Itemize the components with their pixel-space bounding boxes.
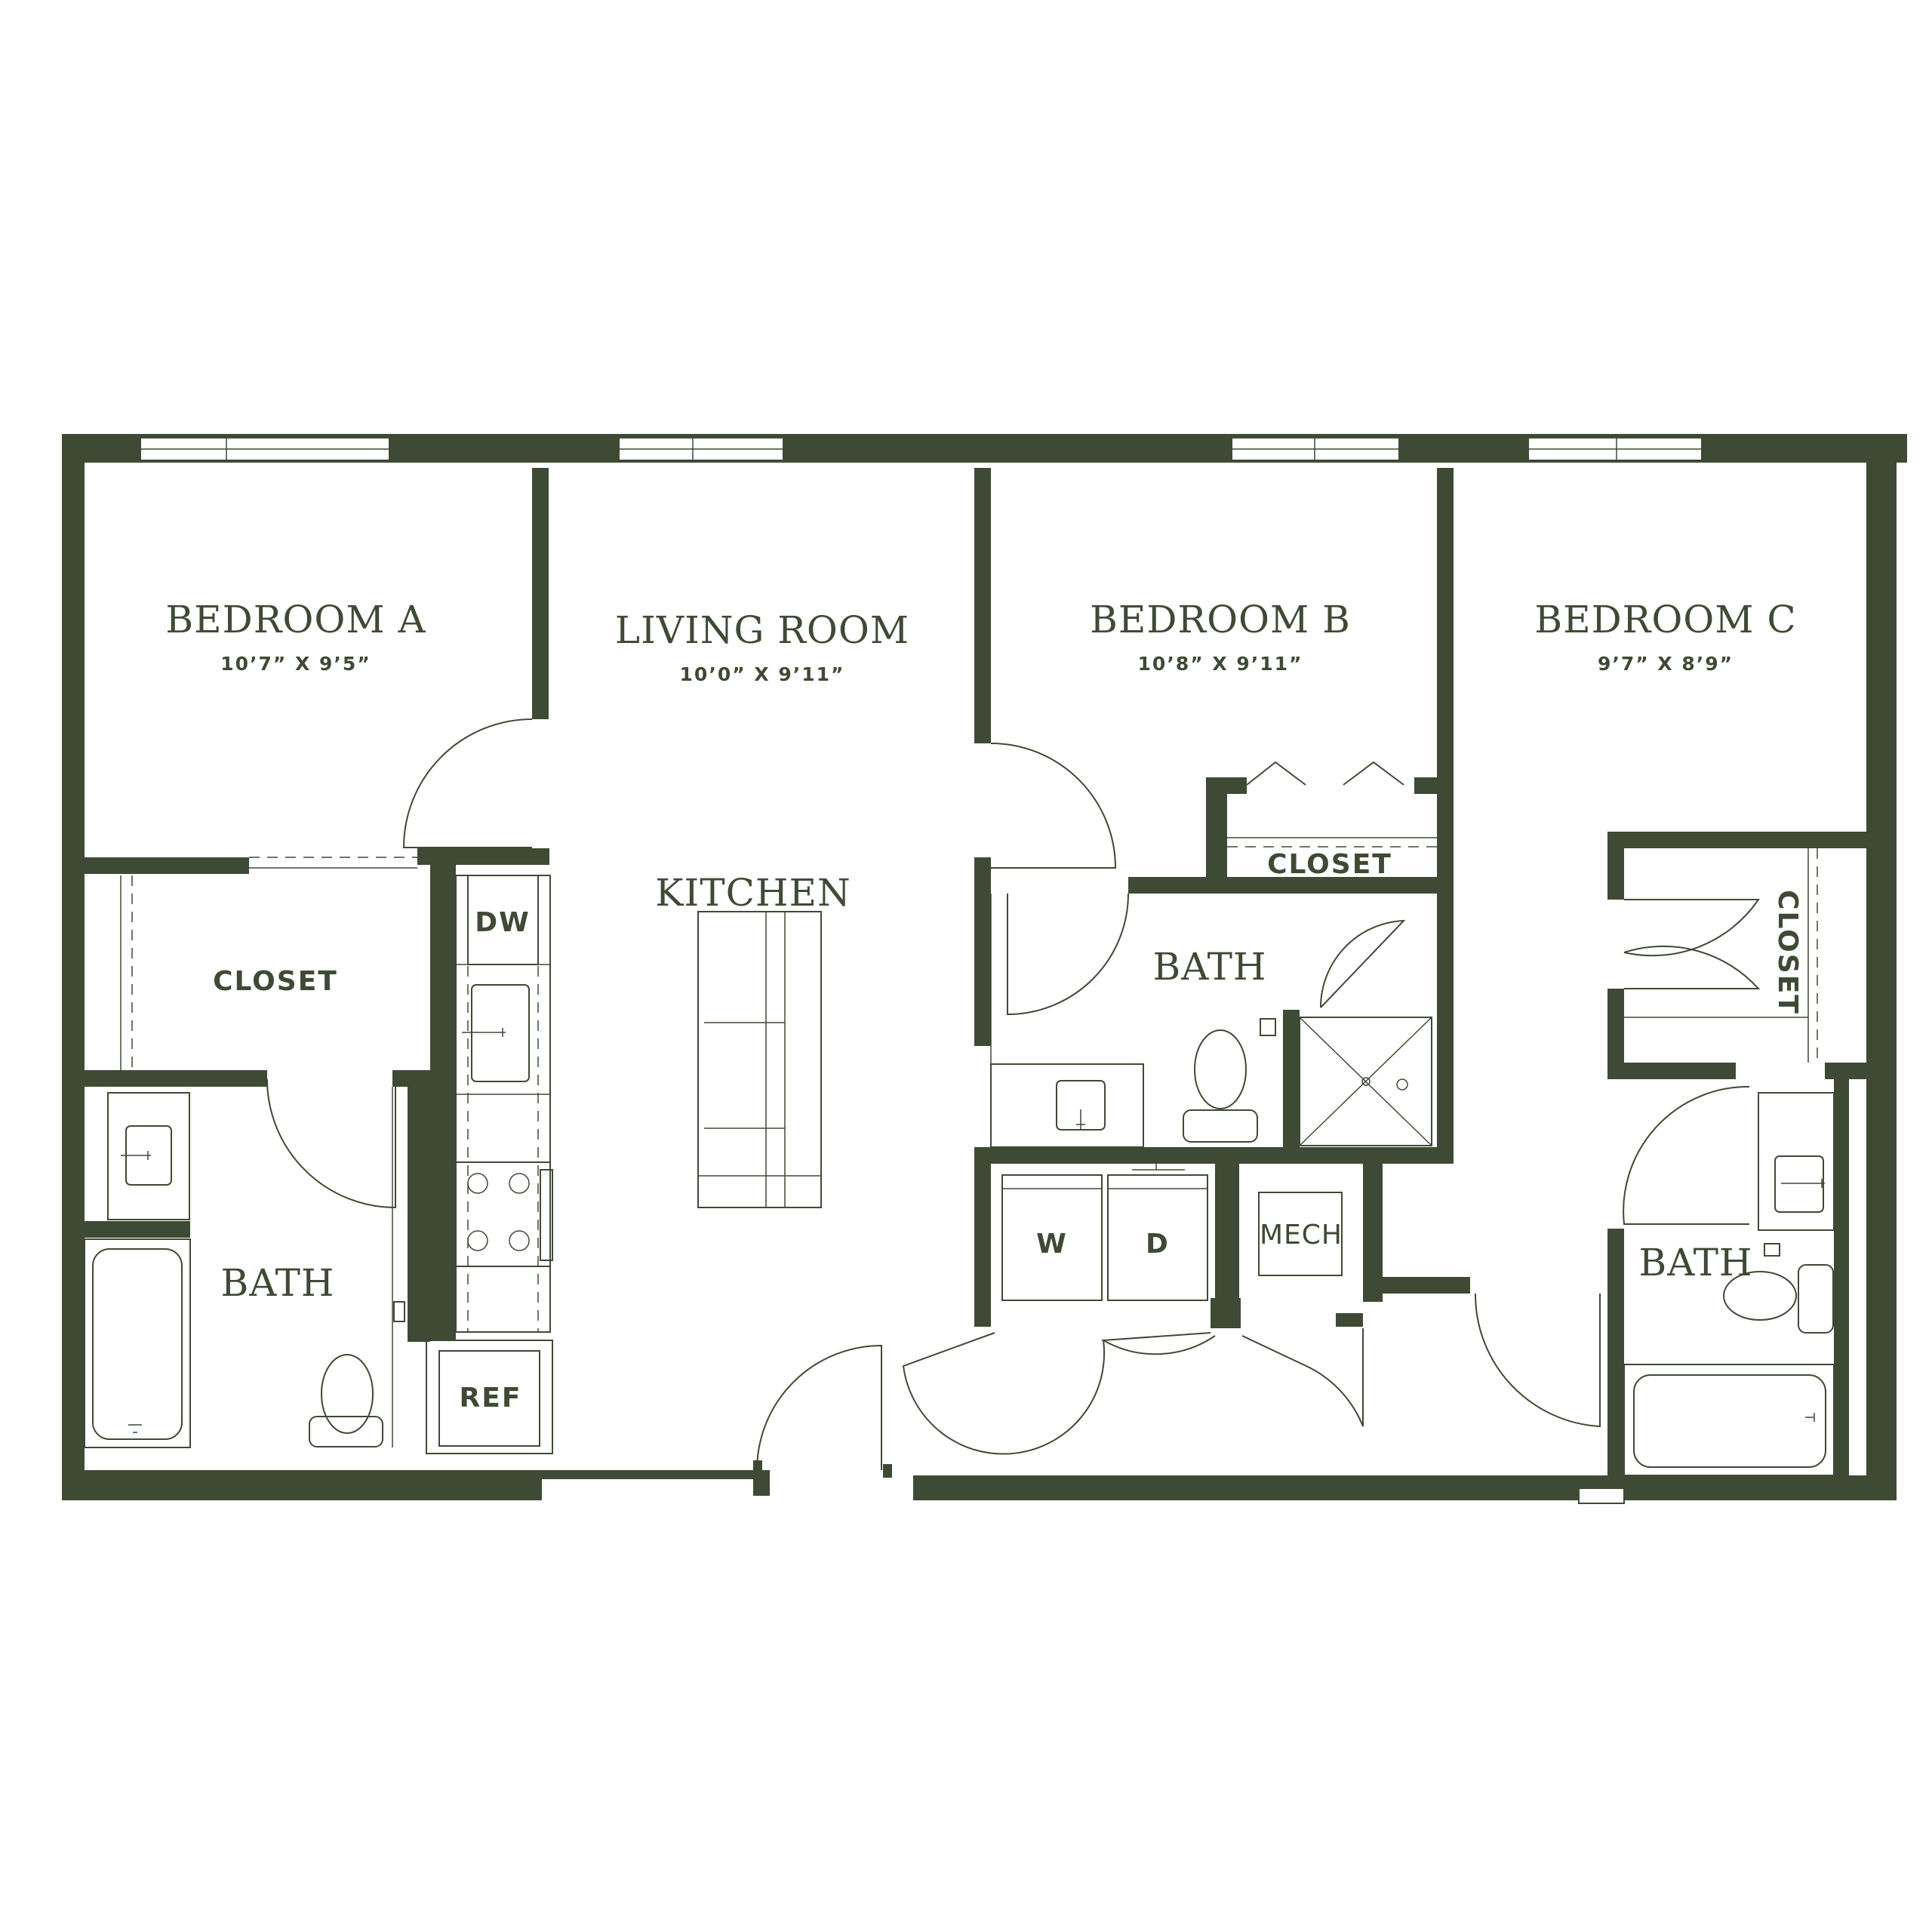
label-dryer: D bbox=[1146, 1229, 1170, 1260]
door-entry bbox=[756, 1344, 882, 1471]
window-bedroom-c bbox=[1527, 437, 1703, 461]
appliance-labels: DW REF W D MECH bbox=[460, 907, 1343, 1414]
label-bedroom-c: BEDROOM C bbox=[1534, 598, 1796, 641]
label-dishwasher: DW bbox=[475, 907, 531, 938]
label-closet-a: CLOSET bbox=[213, 966, 338, 997]
doors bbox=[249, 718, 1761, 1471]
closet-c-fixtures bbox=[1624, 848, 1818, 1063]
room-labels: BEDROOM A 10’7” X 9’5” LIVING ROOM 10’0”… bbox=[165, 598, 1803, 1305]
door-laundry-right bbox=[1100, 1332, 1216, 1355]
mech-unit bbox=[1258, 1192, 1343, 1276]
label-bedroom-b: BEDROOM B bbox=[1090, 598, 1351, 641]
window-bedroom-a bbox=[140, 437, 390, 461]
dim-living-room: 10’0” X 9’11” bbox=[680, 663, 845, 685]
door-bath-a bbox=[266, 1078, 396, 1209]
label-bath-a: BATH bbox=[220, 1261, 334, 1305]
closet-a-fixtures bbox=[120, 875, 133, 1070]
label-mech: MECH bbox=[1260, 1220, 1343, 1251]
dim-bedroom-b: 10’8” X 9’11” bbox=[1138, 653, 1303, 675]
refrigerator bbox=[426, 1340, 553, 1454]
bath-b-fixtures bbox=[990, 894, 1432, 1161]
toilet-c bbox=[1723, 1271, 1797, 1321]
door-bath-c bbox=[1623, 1085, 1750, 1225]
door-mech bbox=[1241, 1328, 1364, 1427]
vanity-a bbox=[107, 1092, 190, 1220]
bathtub-c bbox=[1623, 1364, 1835, 1476]
door-bath-b bbox=[1007, 893, 1129, 1016]
bath-c-fixtures bbox=[1623, 1092, 1835, 1476]
label-washer: W bbox=[1036, 1229, 1068, 1260]
label-bath-c: BATH bbox=[1638, 1241, 1752, 1284]
label-closet-b: CLOSET bbox=[1267, 849, 1392, 880]
window-bedroom-b bbox=[1231, 437, 1400, 461]
door-bedroom-a bbox=[402, 718, 533, 848]
kitchen-fixtures bbox=[426, 875, 822, 1454]
kitchen-counter bbox=[455, 875, 551, 1333]
label-bath-b: BATH bbox=[1152, 945, 1266, 989]
dim-bedroom-c: 9’7” X 8’9” bbox=[1598, 653, 1734, 675]
label-kitchen: KITCHEN bbox=[655, 871, 851, 915]
windows bbox=[140, 437, 1703, 1504]
closet-b-fixtures bbox=[1227, 837, 1437, 848]
door-bedroom-b bbox=[990, 743, 1117, 869]
dim-bedroom-a: 10’7” X 9’5” bbox=[220, 653, 371, 675]
shower-b bbox=[1299, 1017, 1432, 1146]
door-laundry-left bbox=[902, 1332, 1106, 1455]
door-bedroom-c bbox=[1474, 1293, 1601, 1428]
interior-walls bbox=[62, 468, 1897, 1478]
closet-b-bifold bbox=[1246, 761, 1404, 786]
bathtub-a bbox=[84, 1238, 191, 1448]
laundry-fixtures bbox=[1001, 1164, 1343, 1301]
label-refrigerator: REF bbox=[460, 1383, 522, 1414]
washer bbox=[1001, 1174, 1103, 1301]
toilet-b bbox=[1194, 1029, 1247, 1109]
kitchen-sink bbox=[471, 984, 530, 1082]
door-closet-c bbox=[1623, 899, 1760, 957]
toilet-a bbox=[321, 1354, 374, 1434]
window-bottom-small bbox=[1578, 1487, 1625, 1504]
vanity-c bbox=[1758, 1092, 1835, 1231]
dryer bbox=[1107, 1174, 1208, 1301]
label-closet-c: CLOSET bbox=[1772, 890, 1803, 1015]
label-living-room: LIVING ROOM bbox=[615, 608, 909, 652]
kitchen-island bbox=[697, 911, 822, 1208]
vanity-b bbox=[990, 1063, 1144, 1148]
bath-a-fixtures bbox=[84, 1087, 405, 1448]
label-bedroom-a: BEDROOM A bbox=[165, 598, 426, 641]
window-living-room bbox=[618, 437, 784, 461]
